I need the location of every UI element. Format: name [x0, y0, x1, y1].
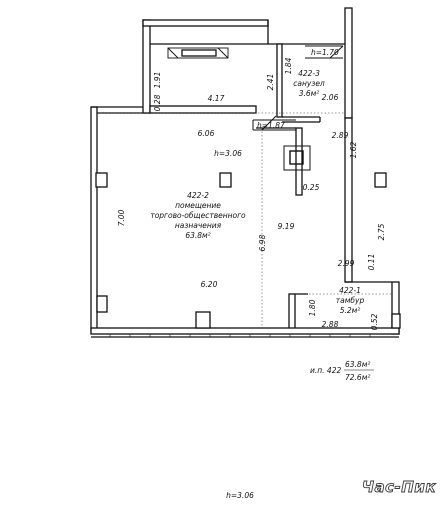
niche-height: h=1.87 — [257, 121, 285, 130]
room-number: 422-2 — [187, 191, 209, 200]
dim-9-19: 9.19 — [278, 222, 295, 231]
dim-0-11: 0.11 — [367, 254, 376, 271]
dim-4-17: 4.17 — [208, 94, 225, 103]
upper-wing-left-wall — [142, 19, 151, 114]
room-number: 422-3 — [298, 69, 320, 78]
dim-2-89: 2.89 — [332, 131, 349, 140]
niche-marker — [252, 115, 296, 131]
dim-1-80: 1.80 — [308, 299, 317, 316]
upper-wing-fixture — [167, 47, 229, 59]
left-wall — [90, 106, 98, 332]
facade-ticks — [109, 334, 371, 337]
total-area: 72.6м² — [345, 373, 370, 382]
dim-7-00: 7.00 — [117, 209, 126, 226]
upper-wing-bottom-wall — [149, 105, 257, 114]
column — [374, 172, 387, 188]
dim-0-52: 0.52 — [370, 313, 379, 330]
dim-1-91: 1.91 — [153, 72, 162, 89]
room-name-line: помещение — [175, 201, 221, 210]
room-name-line: торгово-общественного — [150, 211, 246, 220]
page-height-mark: h=3.06 — [226, 491, 254, 500]
column — [195, 311, 211, 329]
total-area: 63.8м² — [345, 360, 370, 369]
room-number: 422-1 — [339, 286, 361, 295]
room-main-label: 422-2 помещение торгово-общественного на… — [150, 191, 246, 240]
room-name-line: назначения — [175, 221, 222, 230]
column — [95, 172, 108, 188]
dim-2-75: 2.75 — [377, 223, 386, 240]
dim-1-62: 1.62 — [349, 141, 358, 158]
room-name-line: тамбур — [336, 296, 365, 305]
column — [96, 295, 108, 313]
room-vestibule-label: 422-1 тамбур 5.2м² — [336, 286, 365, 315]
dimension-lines — [97, 112, 392, 328]
dim-0-25: 0.25 — [303, 183, 320, 192]
main-height: h=3.06 — [214, 149, 242, 158]
center-partition — [295, 127, 303, 196]
columns — [95, 172, 401, 329]
dim-2-41: 2.41 — [266, 74, 275, 91]
dim-0-28: 0.28 — [153, 94, 162, 111]
dimension-labels: 1.91 0.28 4.17 2.41 1.84 2.06 6.06 2.89 … — [117, 57, 386, 330]
column — [391, 313, 401, 329]
dim-2-06: 2.06 — [322, 93, 339, 102]
bath-marker — [305, 45, 344, 59]
unit-totals: и.п. 422 63.8м² 72.6м² — [310, 360, 374, 382]
watermark-logo: Час-Пик — [362, 478, 436, 496]
bath-left-wall — [276, 43, 283, 118]
dim-6-20: 6.20 — [201, 280, 218, 289]
bottom-wall — [90, 327, 400, 335]
upper-wing-top-wall — [142, 19, 269, 27]
room-area: 3.6м² — [299, 89, 320, 98]
dim-6-06: 6.06 — [198, 129, 215, 138]
room-bath-label: 422-3 санузел 3.6м² — [293, 69, 325, 98]
dim-1-84: 1.84 — [284, 57, 293, 74]
unit-label: и.п. 422 — [310, 366, 341, 375]
bath-height: h=1.70 — [311, 48, 339, 57]
dim-6-98: 6.98 — [258, 234, 267, 251]
room-name-line: санузел — [293, 79, 325, 88]
vent-shaft — [283, 145, 311, 171]
dim-2-99: 2.99 — [338, 259, 355, 268]
room-area: 63.8м² — [185, 231, 210, 240]
column — [219, 172, 232, 188]
vestibule-left-wall — [288, 293, 296, 333]
dim-2-88: 2.88 — [322, 320, 339, 329]
room-area: 5.2м² — [340, 306, 361, 315]
bath-right-wall — [344, 7, 353, 119]
